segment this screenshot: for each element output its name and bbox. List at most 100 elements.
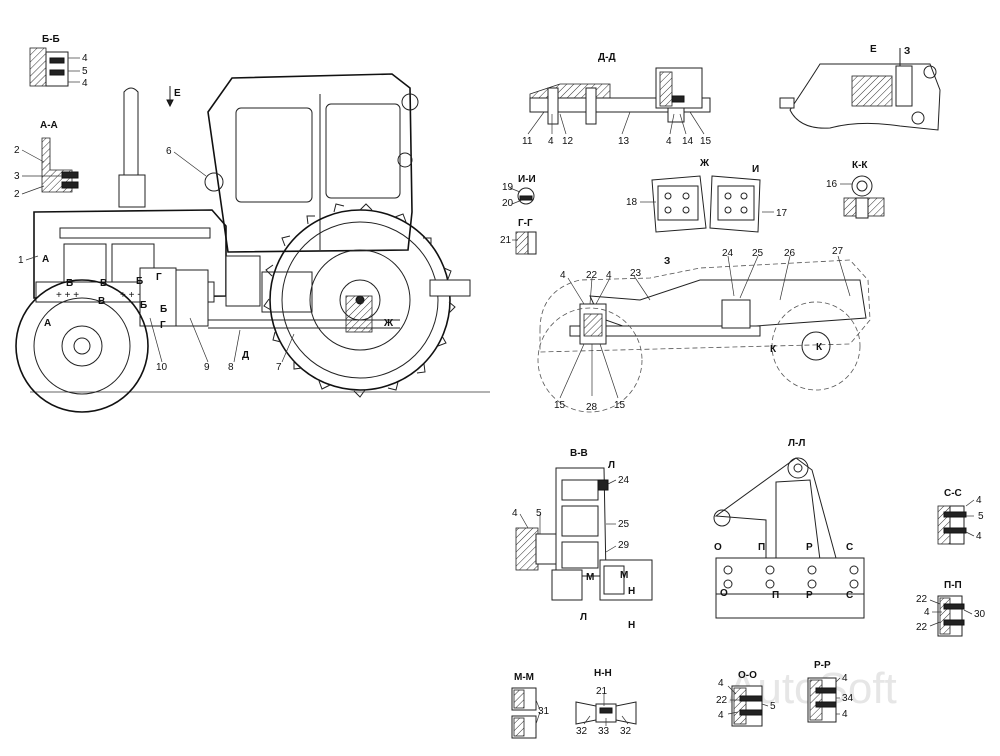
section-mark: Р xyxy=(806,542,813,553)
main-section-marks: А А Б Б В В Б Б Г Г Д Ж xyxy=(42,254,394,361)
callout: 20 xyxy=(502,198,514,209)
callout: 15 xyxy=(614,400,626,411)
section-title: Л-Л xyxy=(788,438,805,449)
section-mark: К xyxy=(816,342,823,353)
section-mark: О xyxy=(714,542,722,553)
section-gg: Г-Г 21 xyxy=(500,218,537,255)
section-mark: Н xyxy=(628,620,635,631)
callout: 4 xyxy=(842,673,848,684)
callout: 25 xyxy=(618,519,630,530)
svg-text:+ + +: + + + xyxy=(56,290,79,301)
section-title: В-В xyxy=(570,448,588,459)
section-title: С-С xyxy=(944,488,962,499)
callout: 10 xyxy=(156,362,168,373)
section-mm: М-М 31 xyxy=(511,672,550,739)
callout: 5 xyxy=(978,511,984,522)
section-oo: О-О 4 22 5 4 xyxy=(716,670,776,727)
callout: 15 xyxy=(554,400,566,411)
callout: 21 xyxy=(500,235,512,246)
svg-text:+ + +: + + + xyxy=(120,290,143,301)
section-mark: О xyxy=(720,588,728,599)
section-mark: А xyxy=(44,318,51,329)
callout: 1 xyxy=(18,255,24,266)
callout: 12 xyxy=(562,136,574,147)
section-title: И-И xyxy=(518,174,536,185)
callout: 4 xyxy=(82,78,88,89)
section-mark: М xyxy=(586,572,594,583)
callout: 4 xyxy=(842,709,848,720)
section-mark: Н xyxy=(628,586,635,597)
section-ll: Л-Л О О П П Р Р С С xyxy=(713,438,865,619)
callout: 2 xyxy=(14,145,20,156)
section-mark: Б xyxy=(160,304,167,315)
section-vv: В-В Л Л 24 4 5 25 29 М М Н Н xyxy=(512,448,653,631)
section-mark: Л xyxy=(608,460,615,471)
callout: 22 xyxy=(586,270,598,281)
section-pp: П-П 22 4 22 30 xyxy=(916,580,986,637)
section-mark: М xyxy=(620,570,628,581)
section-dd: Д-Д 11 4 12 13 4 14 15 xyxy=(522,52,712,147)
callout: 17 xyxy=(776,208,788,219)
callout: 34 xyxy=(842,693,854,704)
section-ss: С-С 4 5 4 xyxy=(937,488,984,545)
section-title: Ж xyxy=(699,158,710,169)
callout: 30 xyxy=(974,609,986,620)
callout: 4 xyxy=(666,136,672,147)
section-title: М-М xyxy=(514,672,534,683)
callout: 9 xyxy=(204,362,210,373)
section-ii: И-И 19 20 xyxy=(502,174,536,209)
section-mark: И xyxy=(752,164,759,175)
section-aa: А-А 2 3 2 xyxy=(14,120,79,200)
section-zh: Ж И 18 17 xyxy=(626,158,788,233)
callout: 23 xyxy=(630,268,642,279)
callout: 29 xyxy=(618,540,630,551)
callout: 27 xyxy=(832,246,844,257)
section-title: З xyxy=(664,256,670,267)
callout: 13 xyxy=(618,136,630,147)
callout: 6 xyxy=(166,146,172,157)
callout: 4 xyxy=(976,495,982,506)
section-title: П-П xyxy=(944,580,962,591)
callout: 28 xyxy=(586,402,598,413)
section-mark: С xyxy=(846,542,853,553)
callout: 11 xyxy=(522,136,533,147)
section-mark: В xyxy=(98,296,105,307)
callout: 4 xyxy=(560,270,566,281)
section-mark: Г xyxy=(156,272,162,283)
section-nn: Н-Н 21 32 33 32 xyxy=(575,668,637,737)
callout: 7 xyxy=(276,362,282,373)
section-mark: П xyxy=(772,590,779,601)
main-callouts: 1 6 7 8 9 10 xyxy=(18,146,295,373)
section-mark: Б xyxy=(140,300,147,311)
section-mark: Г xyxy=(160,320,166,331)
section-title: Н-Н xyxy=(594,668,612,679)
section-mark: Л xyxy=(580,612,587,623)
callout: 21 xyxy=(596,686,608,697)
callout: 14 xyxy=(682,136,694,147)
section-mark: Р xyxy=(806,590,813,601)
callout: 19 xyxy=(502,182,514,193)
section-bb: Б-Б 4 5 4 xyxy=(29,34,88,89)
section-mark: К xyxy=(770,344,777,355)
callout: 25 xyxy=(752,248,764,259)
callout: 5 xyxy=(82,66,88,77)
callout: 32 xyxy=(576,726,588,737)
section-title: Б-Б xyxy=(42,34,60,45)
callout: 16 xyxy=(826,179,838,190)
tractor-side-view: + + + + + + Е xyxy=(15,73,490,413)
callout: 4 xyxy=(606,270,612,281)
callout: 26 xyxy=(784,248,796,259)
section-title: Д-Д xyxy=(598,52,616,63)
callout: 5 xyxy=(770,701,776,712)
callout: 5 xyxy=(536,508,542,519)
callout: 15 xyxy=(700,136,712,147)
callout: 22 xyxy=(916,622,928,633)
callout: 24 xyxy=(618,475,630,486)
section-mark: А xyxy=(42,254,49,265)
callout: 4 xyxy=(924,607,930,618)
callout: 4 xyxy=(976,531,982,542)
callout: 32 xyxy=(620,726,632,737)
callout: 4 xyxy=(82,53,88,64)
callout: 3 xyxy=(14,171,20,182)
